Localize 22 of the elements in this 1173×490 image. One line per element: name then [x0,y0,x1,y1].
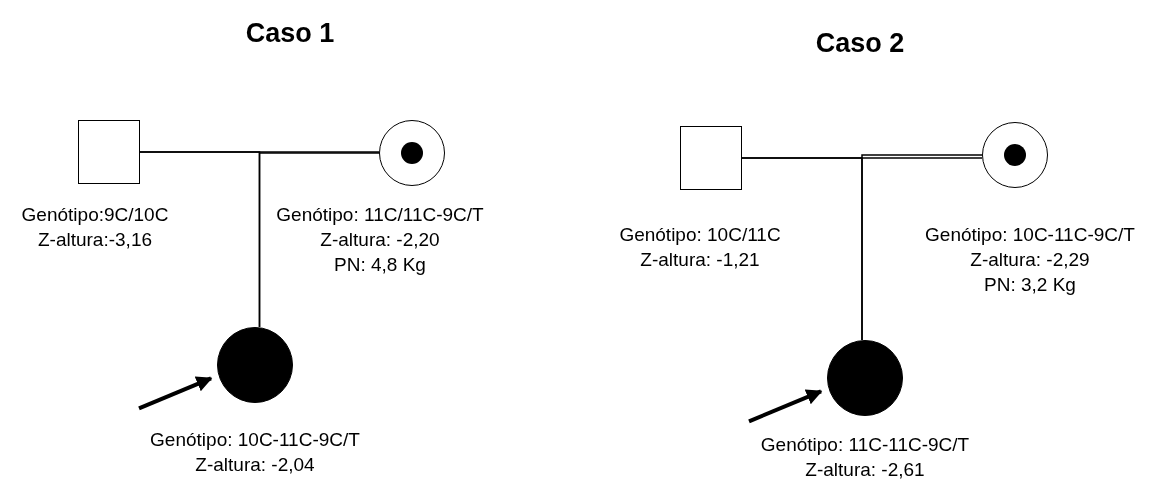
measurement-label: PN: 4,8 Kg [334,254,426,276]
genotype-label: Genótipo: 11C/11C-9C/T [276,204,484,226]
case-heading: Caso 1 [245,18,335,49]
genotype-label: Genótipo: 10C-11C-9C/T [150,429,360,451]
measurement-label: Z-altura: -1,21 [640,249,760,271]
measurement-label: Z-altura: -2,04 [195,454,315,476]
proband-arrow [748,389,823,424]
male-square [78,120,140,184]
descent-line [861,154,983,341]
proband-arrow [138,376,213,411]
male-square [680,126,742,190]
measurement-label: PN: 3,2 Kg [984,274,1076,296]
genotype-label: Genótipo: 10C-11C-9C/T [925,224,1135,246]
case-heading: Caso 2 [815,28,905,59]
descent-line [258,152,380,328]
genotype-label: Genótipo: 10C/11C [619,224,781,246]
measurement-label: Z-altura: -2,20 [320,229,440,251]
genotype-label: Genótipo: 11C-11C-9C/T [760,434,970,456]
measurement-label: Z-altura: -2,29 [970,249,1090,271]
genotype-label: Genótipo:9C/10C [21,204,169,226]
measurement-label: Z-altura: -2,61 [805,459,925,481]
measurement-label: Z-altura:-3,16 [38,229,152,251]
